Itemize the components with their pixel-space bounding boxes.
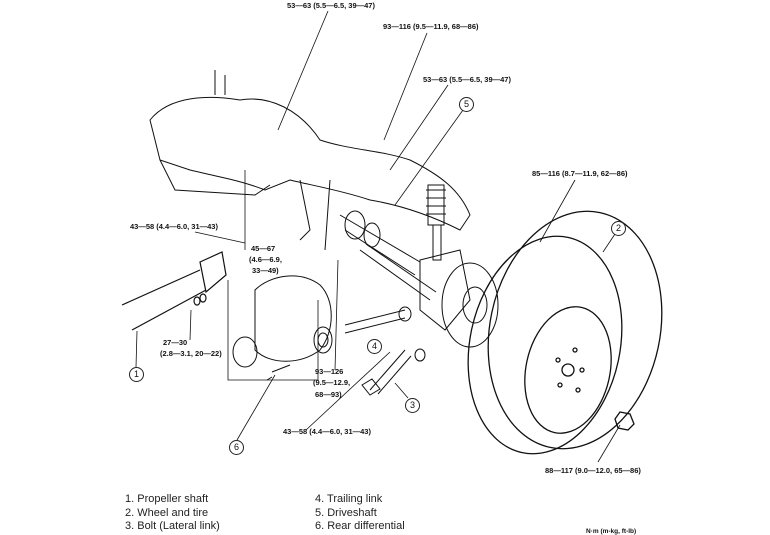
torque-prop-flange-bolt: 43—58 (4.4—6.0, 31—43) bbox=[130, 222, 218, 231]
lateral-bolt-drawing bbox=[361, 348, 426, 396]
callout-5: 5 bbox=[459, 97, 474, 112]
legend-item: 5. Driveshaft bbox=[315, 506, 377, 519]
driveshaft-drawing bbox=[339, 210, 421, 276]
torque-upper-bolt: 93—116 (9.5—11.9, 68—86) bbox=[383, 22, 479, 31]
callout-4: 4 bbox=[367, 339, 382, 354]
legend-item: 1. Propeller shaft bbox=[125, 493, 209, 505]
torque-upper-arm-bolt: 53—63 (5.5—6.5, 39—47) bbox=[287, 1, 375, 10]
wheel-tire-drawing bbox=[467, 210, 663, 455]
differential-drawing bbox=[232, 275, 333, 381]
torque-mount-bolt-2: (4.6—6.9, bbox=[249, 255, 282, 264]
leader-lines bbox=[135, 10, 621, 463]
torque-diff-bolt-2: (9.5—12.9, bbox=[313, 378, 351, 387]
legend-item: 6. Rear differential bbox=[315, 520, 405, 532]
legend-item: 3. Bolt (Lateral link) bbox=[125, 520, 220, 532]
torque-wheel-nut: 88—117 (9.0—12.0, 65—86) bbox=[545, 466, 641, 475]
torque-mount-bolt-3: 33—49) bbox=[252, 266, 279, 275]
trailing-link-drawing bbox=[344, 243, 437, 334]
units-note: N·m (m-kg, ft-lb) bbox=[586, 528, 637, 535]
legend-column-2: 4. Trailing link 5. Driveshaft 6. Rear d… bbox=[315, 493, 405, 534]
hub-drawing bbox=[441, 262, 499, 348]
legend-column-1: 1. Propeller shaft 2. Wheel and tire 3. … bbox=[125, 493, 220, 534]
torque-lateral-bolt: 43—58 (4.4—6.0, 31—43) bbox=[283, 427, 371, 436]
crossmember bbox=[149, 70, 471, 251]
callout-1: 1 bbox=[129, 367, 144, 382]
torque-prop-nut-1: 27—30 bbox=[163, 338, 188, 347]
callout-6: 6 bbox=[229, 440, 244, 455]
torque-prop-nut-2: (2.8—3.1, 20—22) bbox=[160, 349, 222, 358]
legend-item: 2. Wheel and tire bbox=[125, 506, 209, 519]
callout-2: 2 bbox=[611, 221, 626, 236]
torque-diff-bolt-3: 68—93) bbox=[315, 390, 342, 399]
legend-item: 4. Trailing link bbox=[315, 493, 383, 505]
torque-mount-bolt-1: 45—67 bbox=[251, 244, 276, 253]
callout-3: 3 bbox=[405, 398, 420, 413]
torque-hub-nut: 85—116 (8.7—11.9, 62—86) bbox=[532, 169, 628, 178]
torque-diff-bolt-1: 93—126 bbox=[315, 367, 344, 376]
strut-assembly bbox=[419, 184, 471, 331]
torque-driveshaft-nut: 53—63 (5.5—6.5, 39—47) bbox=[423, 75, 511, 84]
propeller-shaft-drawing bbox=[121, 251, 227, 331]
